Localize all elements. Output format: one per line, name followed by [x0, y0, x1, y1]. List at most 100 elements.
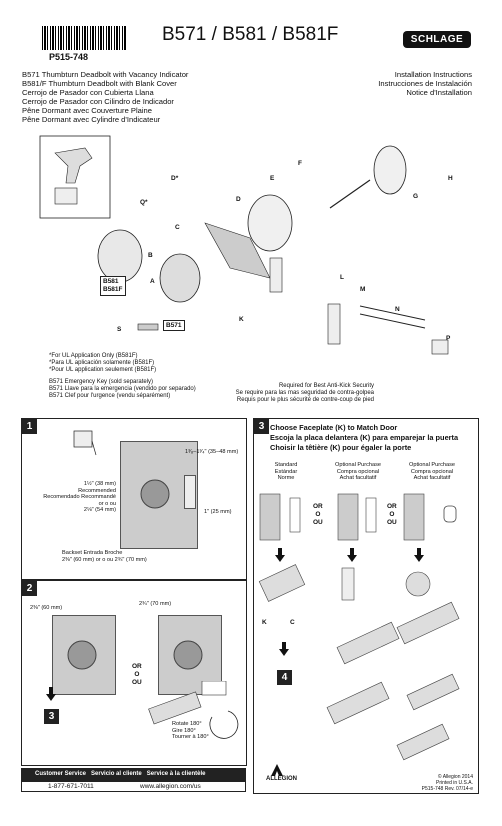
blank-cover-a	[97, 229, 143, 283]
or-label: OR O OU	[387, 503, 397, 527]
product-line: B581/F Thumbturn Deadbolt with Blank Cov…	[22, 79, 177, 88]
heading-line: Choisir la têtière (K) pour égaler la po…	[270, 443, 412, 452]
part-number: P515-748	[49, 52, 89, 62]
down-arrow-icon	[279, 642, 289, 656]
service-phone[interactable]: 1-877-671-7011	[48, 783, 94, 790]
or-word: OU	[313, 519, 323, 526]
hole-size-line: or o ou	[98, 500, 116, 507]
callout-h: H	[448, 175, 453, 182]
or-word: O	[134, 671, 140, 678]
callout-q-star: Q*	[140, 199, 148, 206]
faceplate-l	[269, 257, 283, 293]
service-website[interactable]: www.allegion.com/us	[140, 783, 201, 790]
product-line: Pêne Dormant avec Couverture Plaine	[22, 106, 153, 115]
copyright-line: © Allegion 2014	[437, 774, 473, 780]
down-arrow-icon	[414, 548, 424, 562]
go-to-step: 3	[44, 709, 59, 724]
or-word: O	[389, 511, 395, 518]
hole-size: 1½" (38 mm) Recommended Recomendado Reco…	[26, 481, 116, 514]
barcode	[42, 26, 126, 50]
note-line: *Para UL aplicación solamente (B581F)	[49, 360, 155, 367]
or-word: OR	[132, 663, 142, 670]
faceplate-options-illustration	[258, 493, 460, 761]
callout-d-star: D*	[171, 175, 179, 182]
backset-left: 2⅜" (60 mm)	[30, 605, 63, 611]
anti-kick-note: Required for Best Anti-Kick Security Se …	[236, 383, 374, 405]
rotate-line: Tourner à 180°	[172, 734, 209, 741]
exploded-parts-diagram	[39, 135, 449, 355]
allegion-wordmark: ALLEGION	[266, 776, 297, 782]
note-line: Se require para las mas seguridad de con…	[235, 390, 374, 397]
copyright-line: P515-748 Rev. 07/14-e	[421, 786, 473, 792]
down-arrow-icon	[347, 548, 357, 562]
hole-size-line: Recomendado Recommandé	[43, 494, 116, 501]
service-heading-en: Customer Service	[35, 771, 87, 777]
or-word: O	[315, 511, 321, 518]
instruction-title: Installation Instructions	[394, 70, 472, 79]
long-screw-n	[359, 313, 426, 329]
step-3-panel: 3	[253, 418, 479, 794]
step-2-panel: 2 2⅜" (60 mm) 2¾" (70 mm) OR O OU 3 Rota…	[21, 580, 247, 766]
faceplate-heading: Choose Faceplate (K) to Match Door Escoj…	[270, 423, 458, 453]
tape-measure-icon	[73, 430, 97, 456]
callout-n: N	[395, 306, 400, 313]
callout-k: K	[262, 619, 267, 626]
rotate-instruction: Rotate 180° Gire 180° Tourner à 180°	[172, 721, 209, 741]
or-label: OR O OU	[132, 663, 142, 687]
callout-g: G	[413, 193, 419, 200]
model-label: B581	[103, 278, 119, 285]
or-word: OU	[387, 519, 397, 526]
rose-d	[247, 194, 293, 252]
callout-l: L	[340, 274, 344, 281]
callout-c: C	[175, 224, 180, 231]
copyright: © Allegion 2014 Printed in U.S.A. P515-7…	[422, 774, 473, 792]
strike-m	[327, 303, 341, 345]
callout-p: P	[446, 335, 451, 342]
note-line: B571 Emergency Key (sold separately)	[49, 378, 154, 385]
callout-k: K	[239, 316, 244, 323]
option-line: Optional Purchase	[334, 462, 382, 468]
note-line: Requis pour le plus sécurité de contre-c…	[236, 397, 374, 404]
latch-rotation-illustration	[148, 681, 239, 739]
callout-a: A	[150, 278, 155, 285]
step-number: 2	[22, 581, 37, 596]
option-line: Estándar	[274, 468, 298, 475]
backset-value: 2⅜" (60 mm) or o ou 2¾" (70 mm)	[62, 557, 147, 563]
product-line: Cerrojo de Pasador con Cubierta Llana	[22, 88, 154, 97]
hole-size-line: 2⅛" (54 mm)	[83, 507, 116, 514]
strike-box-p	[431, 339, 449, 355]
callout-c: C	[290, 619, 295, 626]
service-contact-row: 1-877-671-7011 www.allegion.com/us	[21, 781, 246, 792]
model-label-box: B581 B581F	[100, 276, 126, 296]
heading-line: Escoja la placa delantera (K) para empar…	[270, 433, 459, 442]
ul-notes: *For UL Application Only (B581F) *Para U…	[49, 353, 196, 400]
service-heading-fr: Service à la clientèle	[146, 771, 206, 777]
callout-e: E	[270, 175, 275, 182]
instruction-titles: Installation Instructions Instrucciones …	[378, 70, 472, 97]
page-title: B571 / B581 / B581F	[162, 24, 339, 45]
down-arrow-icon	[275, 548, 285, 562]
callout-f: F	[298, 160, 302, 167]
go-to-step: 4	[277, 670, 292, 685]
option-line: Compra opcional	[410, 468, 454, 475]
option-line: Achat facultatif	[339, 475, 377, 482]
door-thickness: 1³⁄₈–1³⁄₄" (35–48 mm)	[185, 449, 239, 455]
brand-logo: SCHLAGE	[403, 31, 471, 48]
or-word: OR	[313, 503, 323, 510]
emergency-key-s	[137, 323, 159, 331]
option-standard: Standard Estándar Norme	[264, 462, 308, 482]
option-optional-1: Optional Purchase Compra opcional Achat …	[330, 462, 386, 482]
spindle-e	[329, 179, 371, 209]
option-optional-2: Optional Purchase Compra opcional Achat …	[403, 462, 461, 482]
backset-label: Backset Entrada Broche	[62, 550, 123, 556]
callout-b: B	[148, 252, 153, 259]
product-line: Cerrojo de Pasador con Cilindro de Indic…	[22, 97, 174, 106]
instruction-title: Notice d'Installation	[406, 88, 472, 97]
down-arrow-icon	[46, 687, 56, 701]
or-word: OU	[132, 679, 142, 686]
long-screw-n	[359, 305, 426, 321]
hole-size-line: Recommended	[78, 487, 116, 494]
product-lines: B571 Thumbturn Deadbolt with Vacancy Ind…	[22, 70, 188, 124]
callout-m: M	[360, 286, 366, 293]
model-label: B581F	[103, 286, 123, 293]
